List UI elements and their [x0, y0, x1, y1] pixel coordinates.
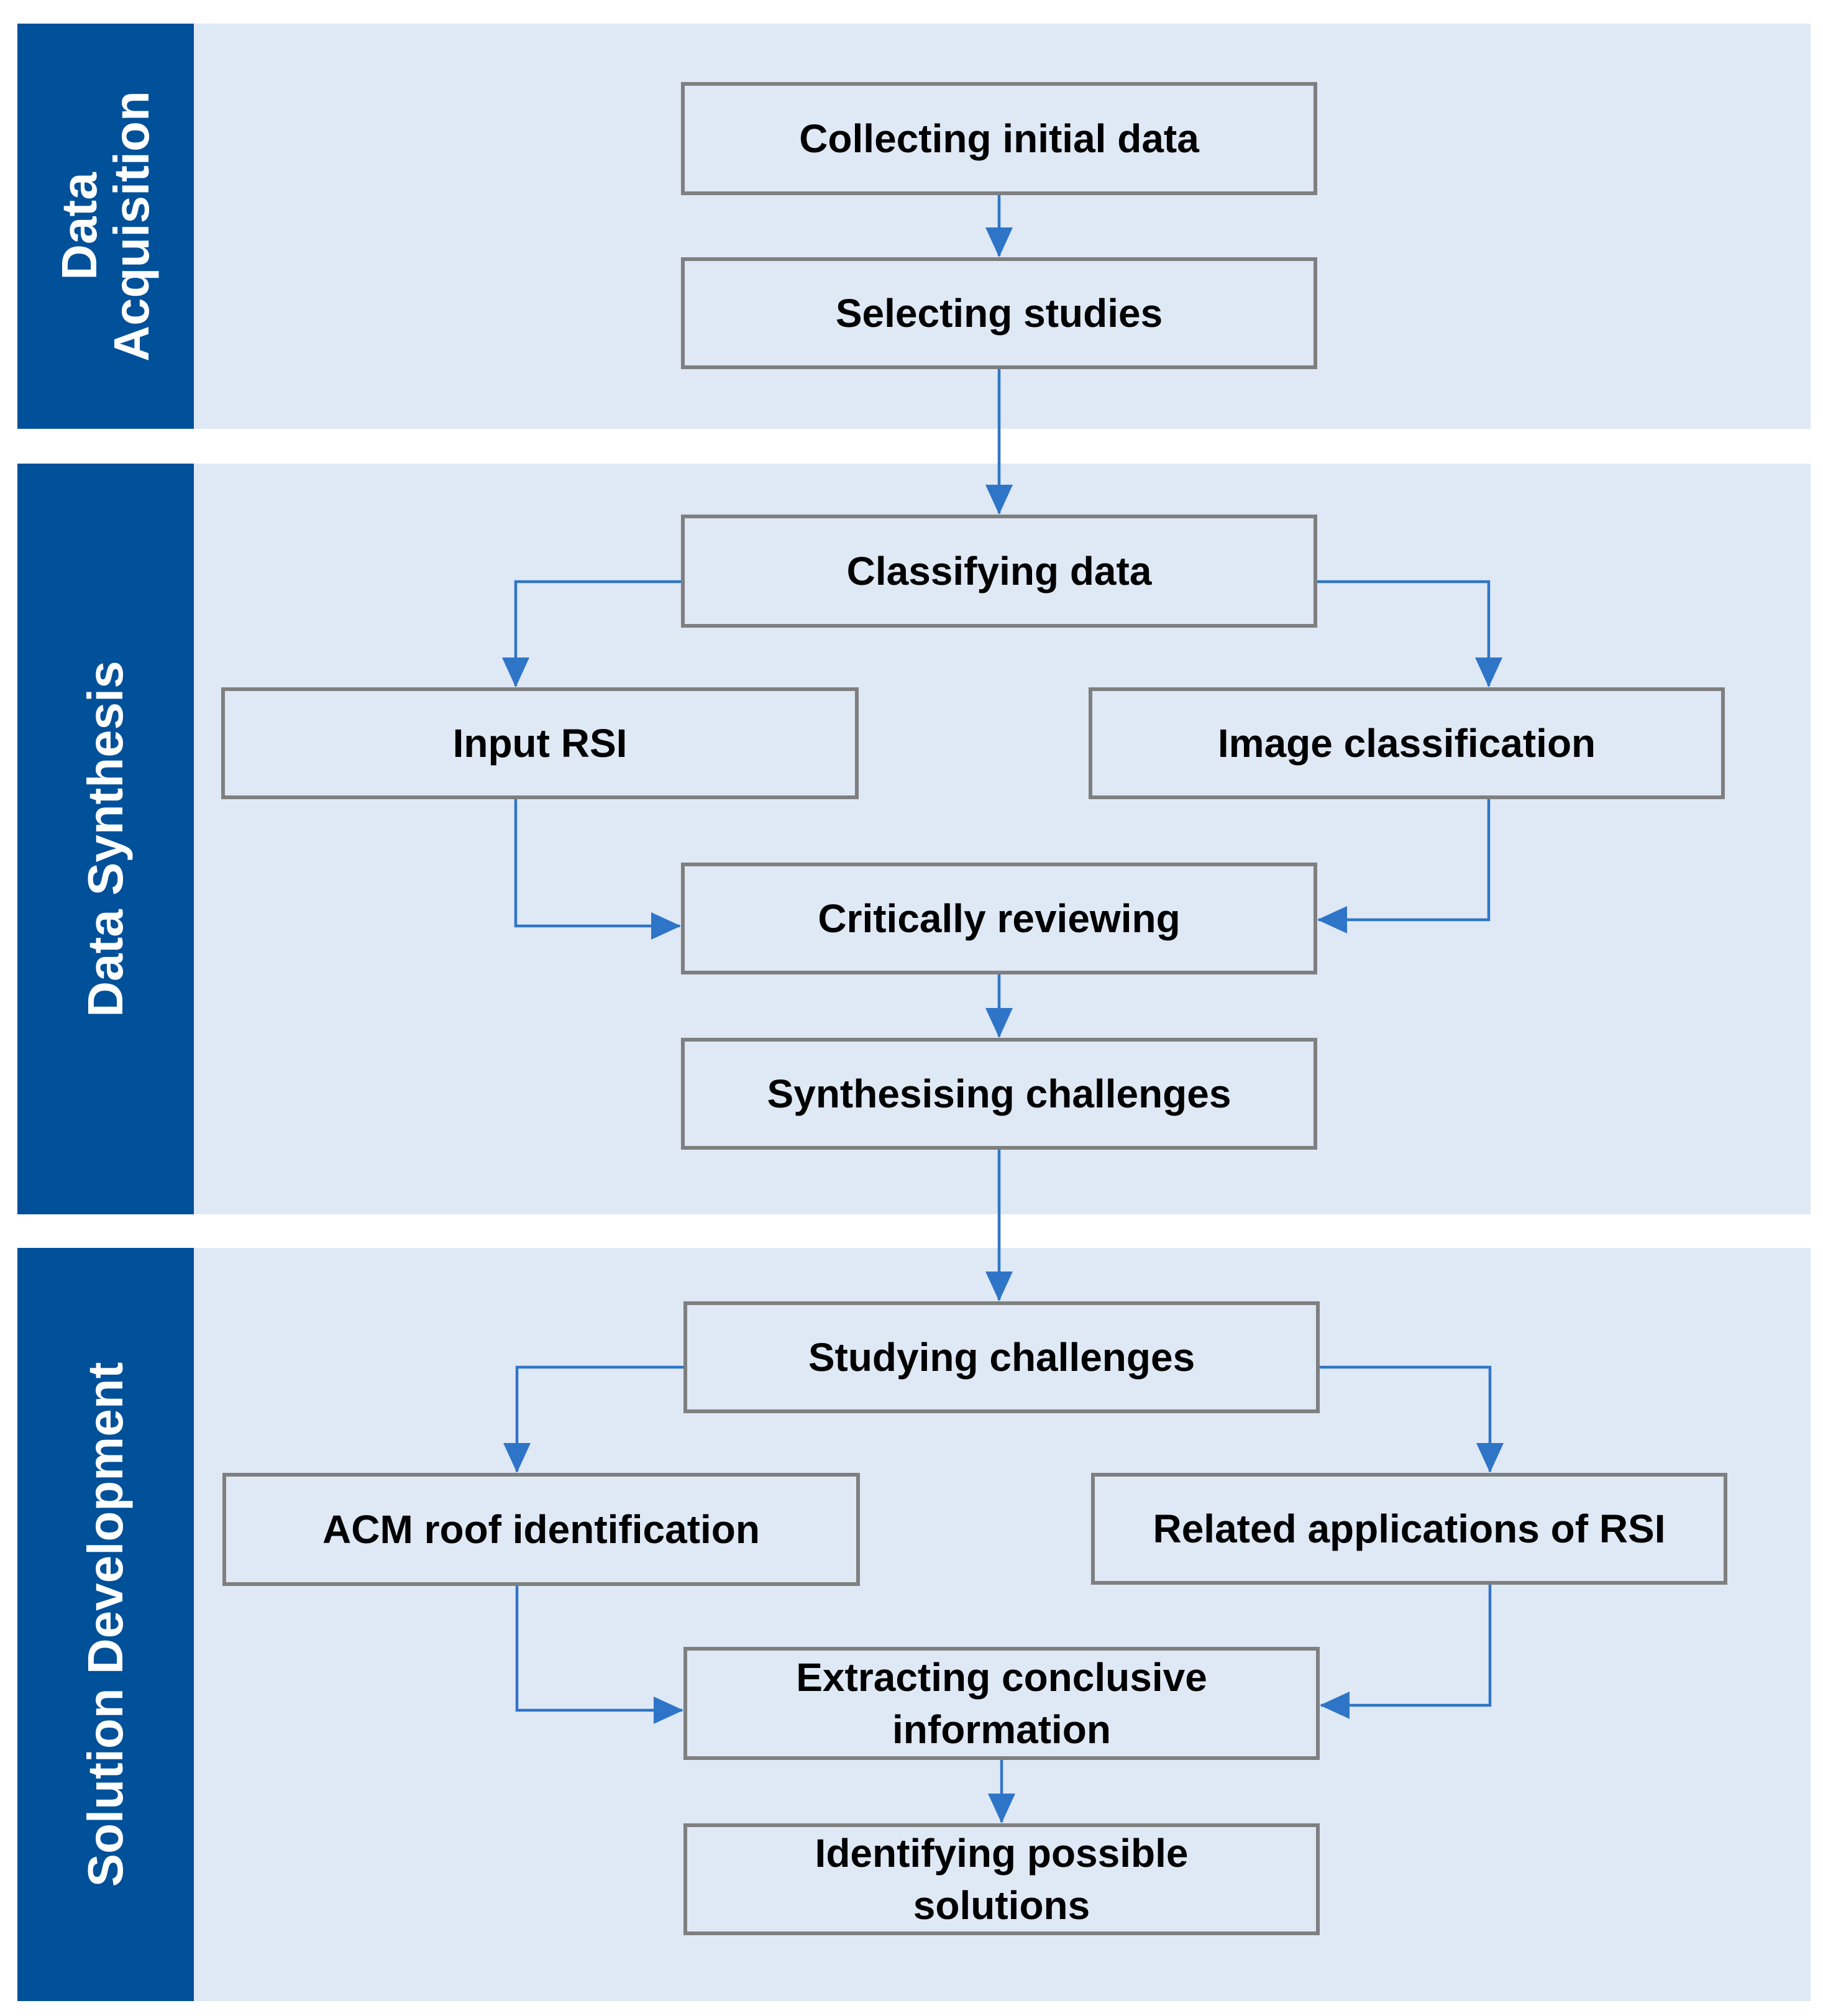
- node-synthesising-challenges: Synthesising challenges: [681, 1038, 1317, 1150]
- node-input-rsi: Input RSI: [221, 687, 859, 799]
- node-acm-roof-identification: ACM roof identification: [222, 1473, 860, 1586]
- node-identifying-possible-solutions: Identifying possible solutions: [683, 1823, 1320, 1935]
- node-extracting-conclusive-information: Extracting conclusive information: [683, 1647, 1320, 1760]
- node-classifying-data: Classifying data: [681, 515, 1317, 628]
- phase-label-data-acquisition: Data Acquisition: [52, 91, 159, 362]
- phase-label-box-data-synthesis: Data Synthesis: [17, 464, 194, 1214]
- node-selecting-studies: Selecting studies: [681, 257, 1317, 369]
- phase-label-solution-development: Solution Development: [78, 1362, 133, 1887]
- node-image-classification: Image classification: [1089, 687, 1725, 799]
- node-collecting-initial-data: Collecting initial data: [681, 82, 1317, 195]
- phase-label-box-solution-development: Solution Development: [17, 1248, 194, 2001]
- phase-label-box-data-acquisition: Data Acquisition: [17, 24, 194, 429]
- node-critically-reviewing: Critically reviewing: [681, 863, 1317, 974]
- phase-label-data-synthesis: Data Synthesis: [78, 661, 133, 1017]
- node-related-applications-of-rsi: Related applications of RSI: [1091, 1473, 1727, 1585]
- node-studying-challenges: Studying challenges: [683, 1301, 1320, 1413]
